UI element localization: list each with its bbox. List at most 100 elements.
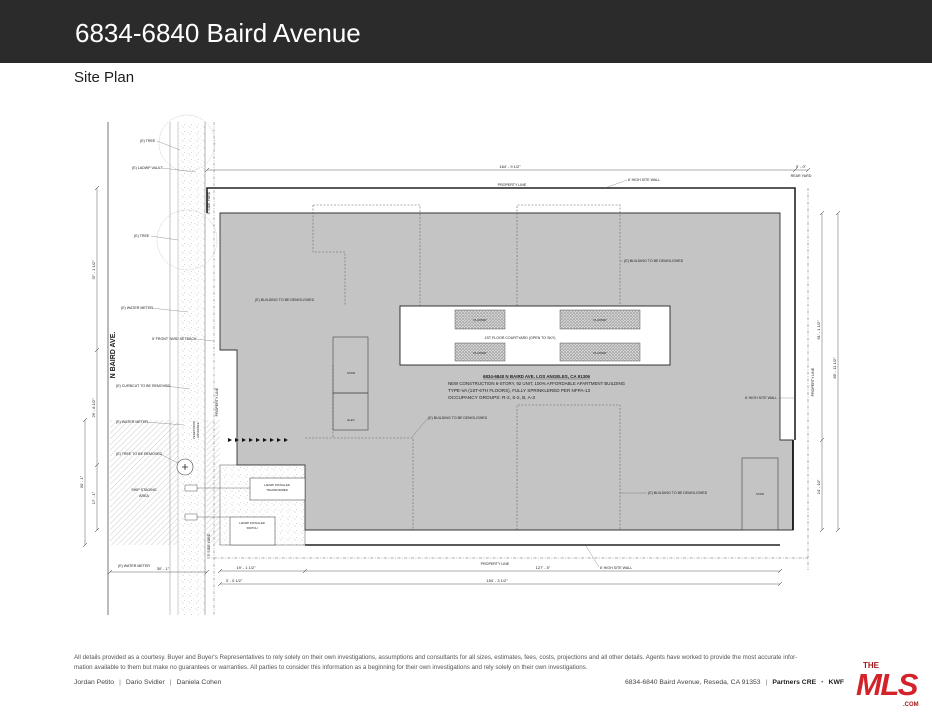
dimension-label: 127' - 5" (536, 565, 551, 570)
project-construction-type: TYPE-VA (1ST-6TH FLOORS), FULLY SPRINKLE… (448, 388, 591, 393)
leader-line (145, 421, 185, 426)
stair-label: STAIR (347, 371, 355, 375)
dimension-label: 30' - 1" (79, 475, 84, 488)
project-occupancy: OCCUPANCY GROUPS: R-2, S-2, B, A-3 (448, 395, 536, 400)
brokerage-name: KWF (828, 679, 845, 686)
leader-line (604, 179, 628, 189)
water-meter-label: (E) WATER METER (118, 564, 150, 568)
staging-area-hatch (110, 420, 178, 545)
site-plan-drawing: STAIR ELEV STAIR PLANTER PLANTER PLANTER… (79, 114, 841, 615)
logo-com-text: .COM (903, 702, 919, 708)
utility-vault-box (184, 513, 198, 521)
property-line-label: PROPERTY LINE (811, 367, 815, 396)
leader-line (194, 338, 215, 342)
leader-line (150, 235, 179, 241)
agent-name: Dario Svidler (125, 679, 165, 686)
switch-label: LADWP INSTALLED (239, 521, 265, 525)
page-title: 6834-6840 Baird Avenue (75, 18, 361, 48)
rear-stair-core (741, 457, 779, 531)
ladwp-vault-label: (E) LADWP VAULT (132, 166, 163, 170)
existing-building-outline (516, 404, 621, 530)
separator: | (169, 679, 172, 686)
street-name: N BAIRD AVE. (110, 332, 117, 379)
demolish-label: (E) BUILDING TO BE DEMOLISHED (624, 259, 684, 263)
elevator-core (332, 392, 369, 431)
pedestrian-entrance-label: ENTRANCE (196, 422, 200, 438)
property-line-label: PROPERTY LINE (481, 562, 510, 566)
tree-label: (E) TREE (134, 234, 150, 238)
tree-plus-icon (182, 464, 188, 470)
site-wall-label: 6' HIGH SITE WALL (600, 566, 632, 570)
utility-vault-box (184, 484, 198, 492)
leader-line (156, 140, 181, 151)
agent-name: Jordan Petito (74, 679, 115, 686)
property-line-label: PROPERTY LINE (215, 387, 219, 416)
brokerage-name: Partners CRE (772, 679, 817, 686)
demolish-label: (E) BUILDING TO BE DEMOLISHED (428, 416, 488, 420)
tree-removal-label: (E) TREE TO BE REMOVED (116, 452, 163, 456)
planter-box (559, 342, 641, 362)
planter-label: PLANTER (474, 351, 487, 355)
setback-hatch (206, 420, 220, 545)
curbcut-label: (E) CURBCUT TO BE REMOVED (116, 384, 171, 388)
elev-label: ELEV (347, 418, 354, 422)
existing-building-outline (312, 204, 421, 306)
transformer-label: LADWP INSTALLED (264, 483, 290, 487)
water-meter-label: (E) WATER METER (116, 420, 148, 424)
dimension-ticks (819, 210, 841, 533)
proposed-building-footprint (219, 212, 794, 531)
property-line-label: PROPERTY LINE (498, 183, 527, 187)
property-footer-info: 6834-6840 Baird Avenue, Reseda, CA 91353… (625, 678, 844, 687)
leader-line (165, 385, 191, 390)
planter-box (454, 309, 506, 330)
dimension-label: 164' - 9 1/2" (499, 164, 521, 169)
separator: | (765, 679, 768, 686)
separator: | (119, 679, 121, 686)
dimension-ticks (82, 185, 100, 548)
leader-line (159, 453, 179, 464)
leader-line (411, 417, 429, 438)
site-wall-label: 6' HIGH SITE WALL (745, 396, 777, 400)
staging-area-label: AREA (139, 494, 149, 498)
dimension-label: 19' - 1 1/2" (236, 565, 256, 570)
bullet: • (821, 679, 824, 686)
project-address: 6834-6840 N BAIRD AVE. LOS ANGELES, CA 9… (483, 374, 591, 379)
dimension-label: 37' - 1 1/2" (91, 260, 96, 280)
dimension-label: 3' - 0 1/2" (226, 578, 243, 583)
front-yard-setback-label: 5' FRONT YARD SETBACK (152, 337, 197, 341)
dimension-label: 17' - 1" (91, 491, 96, 504)
dimension-ticks (107, 568, 783, 587)
logo-the-text: THE (863, 661, 879, 670)
planter-label: PLANTER (594, 351, 607, 355)
agent-names: Jordan Petito|Dario Svidler|Daniela Cohe… (74, 678, 221, 687)
property-wall-top (206, 187, 796, 440)
leader-line (161, 167, 197, 173)
planter-label: PLANTER (594, 318, 607, 322)
dimension-label: 154' - 3 1/2" (486, 578, 508, 583)
planter-box (559, 309, 641, 330)
site-wall-label: 6' HIGH SITE WALL (628, 178, 660, 182)
staging-area-label: SHIP STAGING (131, 488, 156, 492)
switch-label: SWITCH (246, 526, 257, 530)
transformer-box (249, 477, 306, 501)
courtyard-label: 1ST FLOOR COURTYARD (OPEN TO SKY) (485, 336, 556, 340)
utility-conduit-line (197, 487, 250, 518)
disclaimer-line: mation available to them but make no gua… (74, 664, 588, 671)
entrance-arrows (228, 438, 288, 442)
rear-yard-label: REAR YARD (791, 174, 812, 178)
dimension-label: 5' - 0" (796, 164, 807, 169)
planter-label: PLANTER (474, 318, 487, 322)
switch-box (229, 516, 276, 546)
planter-box (454, 342, 506, 362)
pedestrian-entrance-label: PEDESTRIAN (192, 421, 196, 439)
tree-canopy-icon (156, 209, 218, 271)
logo-mls-text: MLS (856, 667, 918, 702)
property-address: 6834-6840 Baird Avenue, Reseda, CA 91353 (625, 679, 761, 686)
project-description: NEW CONSTRUCTION 6-STORY, 92 UNIT, 100% … (448, 381, 626, 386)
transformer-label: TRANSFORMER (266, 488, 288, 492)
demolish-label: (E) BUILDING TO BE DEMOLISHED (255, 298, 315, 302)
section-title: Site Plan (74, 69, 135, 86)
rear-stair-label: STAIR (756, 492, 764, 496)
dimension-label: 30' - 1" (157, 566, 170, 571)
tree-label: (E) TREE (140, 139, 156, 143)
